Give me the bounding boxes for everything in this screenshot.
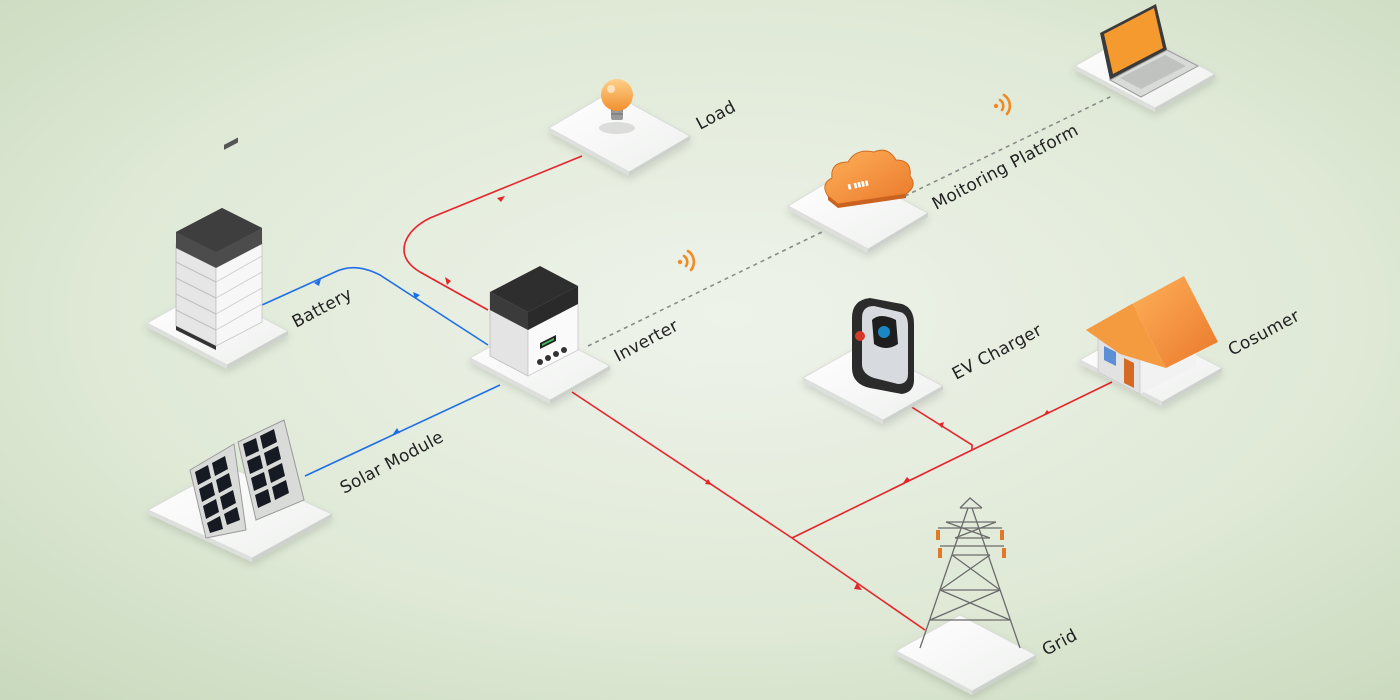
solar-panel-icon bbox=[189, 419, 305, 539]
arrow-battery-line-1 bbox=[314, 279, 321, 286]
insulator-icons bbox=[936, 530, 1006, 558]
arrow-consumer-line-1 bbox=[903, 477, 910, 483]
house-icon bbox=[1086, 276, 1218, 395]
arrow-ev-line bbox=[938, 422, 944, 428]
ev-charger-icon bbox=[852, 298, 914, 394]
arrow-load-line-2 bbox=[445, 277, 451, 285]
light-bulb-icon bbox=[599, 79, 635, 134]
arrow-solar-line bbox=[393, 428, 400, 434]
comm-line-cloud-to-laptop bbox=[904, 95, 1113, 197]
monitoring-tile bbox=[786, 169, 930, 253]
wifi-signal-icon-cloud bbox=[993, 93, 1012, 116]
wifi-signal-icon-inverter bbox=[677, 249, 696, 272]
dc-line-battery bbox=[261, 266, 489, 346]
comm-line-inverter-to-cloud bbox=[587, 231, 823, 347]
arrow-grid-line-2 bbox=[854, 583, 862, 590]
arrow-consumer-line-2 bbox=[1043, 410, 1050, 416]
ac-line-branch-to-ev bbox=[909, 405, 973, 450]
power-tower-icon bbox=[919, 497, 1021, 649]
arrow-battery-line-2 bbox=[413, 292, 420, 299]
cloud-icon: ▮ ▮▮▮▮ bbox=[824, 149, 914, 208]
arrow-load-line-1 bbox=[497, 196, 505, 202]
inverter-icon bbox=[489, 266, 579, 377]
ac-line-inverter-to-load bbox=[403, 155, 583, 311]
grid-tile bbox=[894, 614, 1038, 695]
battery-stack-icon bbox=[175, 137, 263, 350]
dc-line-solar bbox=[304, 384, 501, 477]
arrow-grid-line-1 bbox=[705, 479, 712, 485]
laptop-icon bbox=[1100, 4, 1200, 98]
